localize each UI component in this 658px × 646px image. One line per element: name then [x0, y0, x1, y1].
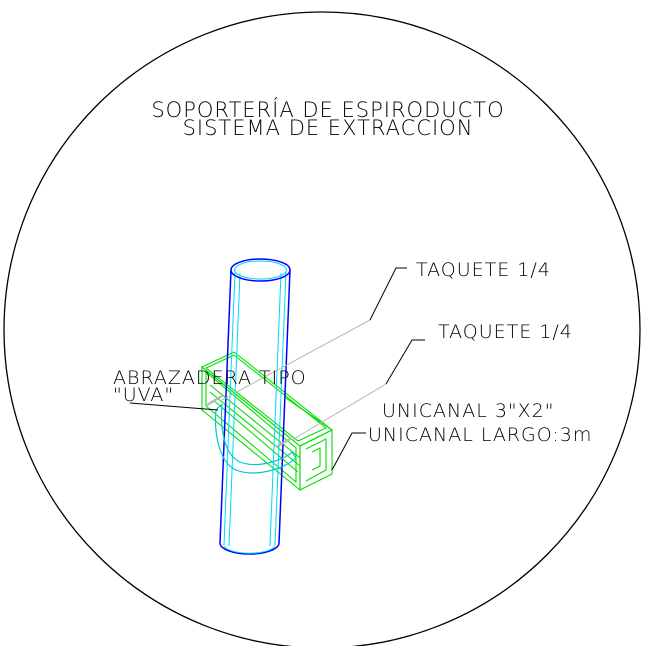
- label-unicanal-length: UNICANAL LARGO:3m: [368, 424, 592, 446]
- label-taquete-upper: TAQUETE 1/4: [416, 259, 551, 281]
- detail-circle: [3, 11, 641, 646]
- label-unicanal-size: UNICANAL 3"X2": [382, 400, 555, 422]
- title-line-1: SOPORTERÍA DE ESPIRODUCTO: [151, 97, 504, 122]
- taquete-anchors: [206, 394, 293, 449]
- unicanal-channel-front: [285, 397, 333, 431]
- leader-lines: [129, 267, 425, 471]
- title-block: SOPORTERÍA DE ESPIRODUCTO SISTEMA DE EXT…: [151, 97, 504, 140]
- label-abrazadera-line-1: ABRAZADERA TIPO: [113, 367, 307, 389]
- label-abrazadera-line-2: "UVA": [113, 384, 174, 406]
- espiroducto-pipe: [219, 258, 291, 555]
- title-line-2: SISTEMA DE EXTRACCION: [183, 116, 474, 140]
- label-taquete-lower: TAQUETE 1/4: [438, 321, 573, 343]
- annotation-labels: TAQUETE 1/4 TAQUETE 1/4 ABRAZADERA TIPO …: [113, 259, 592, 446]
- abrazadera-clamp: [214, 403, 297, 474]
